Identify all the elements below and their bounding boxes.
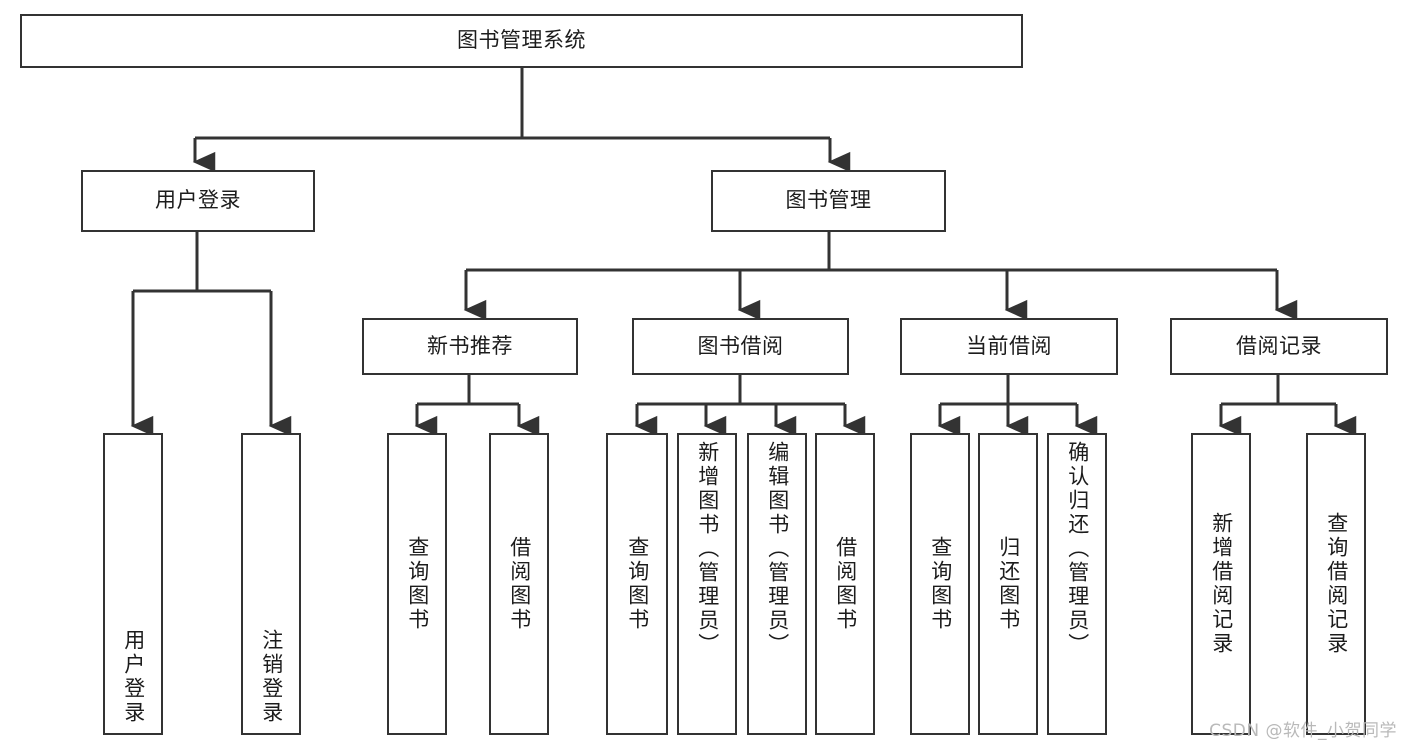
node-book-management-label: 图书管理 <box>785 188 872 213</box>
leaf-query-book-borrow[interactable]: 查询图书 <box>606 433 668 735</box>
node-user-login[interactable]: 用户登录 <box>81 170 315 232</box>
leaf-return-book[interactable]: 归还图书 <box>978 433 1038 735</box>
leaf-add-book-admin-label: 新增图书（管理员） <box>695 441 720 657</box>
node-new-book-recommend[interactable]: 新书推荐 <box>362 318 578 375</box>
watermark-text: CSDN @软件_小贺同学 <box>1209 721 1397 741</box>
leaf-user-login[interactable]: 用户登录 <box>103 433 163 735</box>
leaf-add-borrow-record-label: 新增借阅记录 <box>1209 512 1234 656</box>
leaf-edit-book-admin[interactable]: 编辑图书（管理员） <box>747 433 807 735</box>
node-borrow-record[interactable]: 借阅记录 <box>1170 318 1388 375</box>
leaf-borrow-book-borrow[interactable]: 借阅图书 <box>815 433 875 735</box>
leaf-query-book-borrow-label: 查询图书 <box>625 536 650 632</box>
leaf-query-book-newbook-label: 查询图书 <box>405 536 430 632</box>
node-book-borrow[interactable]: 图书借阅 <box>632 318 849 375</box>
leaf-query-borrow-record-label: 查询借阅记录 <box>1324 512 1349 656</box>
leaf-borrow-book-newbook[interactable]: 借阅图书 <box>489 433 549 735</box>
leaf-add-borrow-record[interactable]: 新增借阅记录 <box>1191 433 1251 735</box>
leaf-add-book-admin[interactable]: 新增图书（管理员） <box>677 433 737 735</box>
leaf-confirm-return-admin-label: 确认归还（管理员） <box>1065 441 1090 657</box>
leaf-query-book-current[interactable]: 查询图书 <box>910 433 970 735</box>
leaf-query-borrow-record[interactable]: 查询借阅记录 <box>1306 433 1366 735</box>
node-book-borrow-label: 图书借阅 <box>697 333 784 358</box>
node-user-login-label: 用户登录 <box>155 188 241 213</box>
leaf-borrow-book-borrow-label: 借阅图书 <box>833 536 858 632</box>
leaf-query-book-newbook[interactable]: 查询图书 <box>387 433 447 735</box>
node-book-management[interactable]: 图书管理 <box>711 170 946 232</box>
leaf-borrow-book-newbook-label: 借阅图书 <box>507 536 532 632</box>
node-root-label: 图书管理系统 <box>457 28 586 53</box>
node-root[interactable]: 图书管理系统 <box>20 14 1023 68</box>
node-current-borrow[interactable]: 当前借阅 <box>900 318 1118 375</box>
node-borrow-record-label: 借阅记录 <box>1236 333 1322 358</box>
node-new-book-recommend-label: 新书推荐 <box>427 333 513 358</box>
leaf-confirm-return-admin[interactable]: 确认归还（管理员） <box>1047 433 1107 735</box>
leaf-logout-label: 注销登录 <box>259 629 284 725</box>
leaf-logout[interactable]: 注销登录 <box>241 433 301 735</box>
leaf-return-book-label: 归还图书 <box>996 536 1021 632</box>
leaf-query-book-current-label: 查询图书 <box>928 536 953 632</box>
leaf-edit-book-admin-label: 编辑图书（管理员） <box>765 441 790 657</box>
leaf-user-login-label: 用户登录 <box>121 629 146 725</box>
node-current-borrow-label: 当前借阅 <box>966 333 1052 358</box>
